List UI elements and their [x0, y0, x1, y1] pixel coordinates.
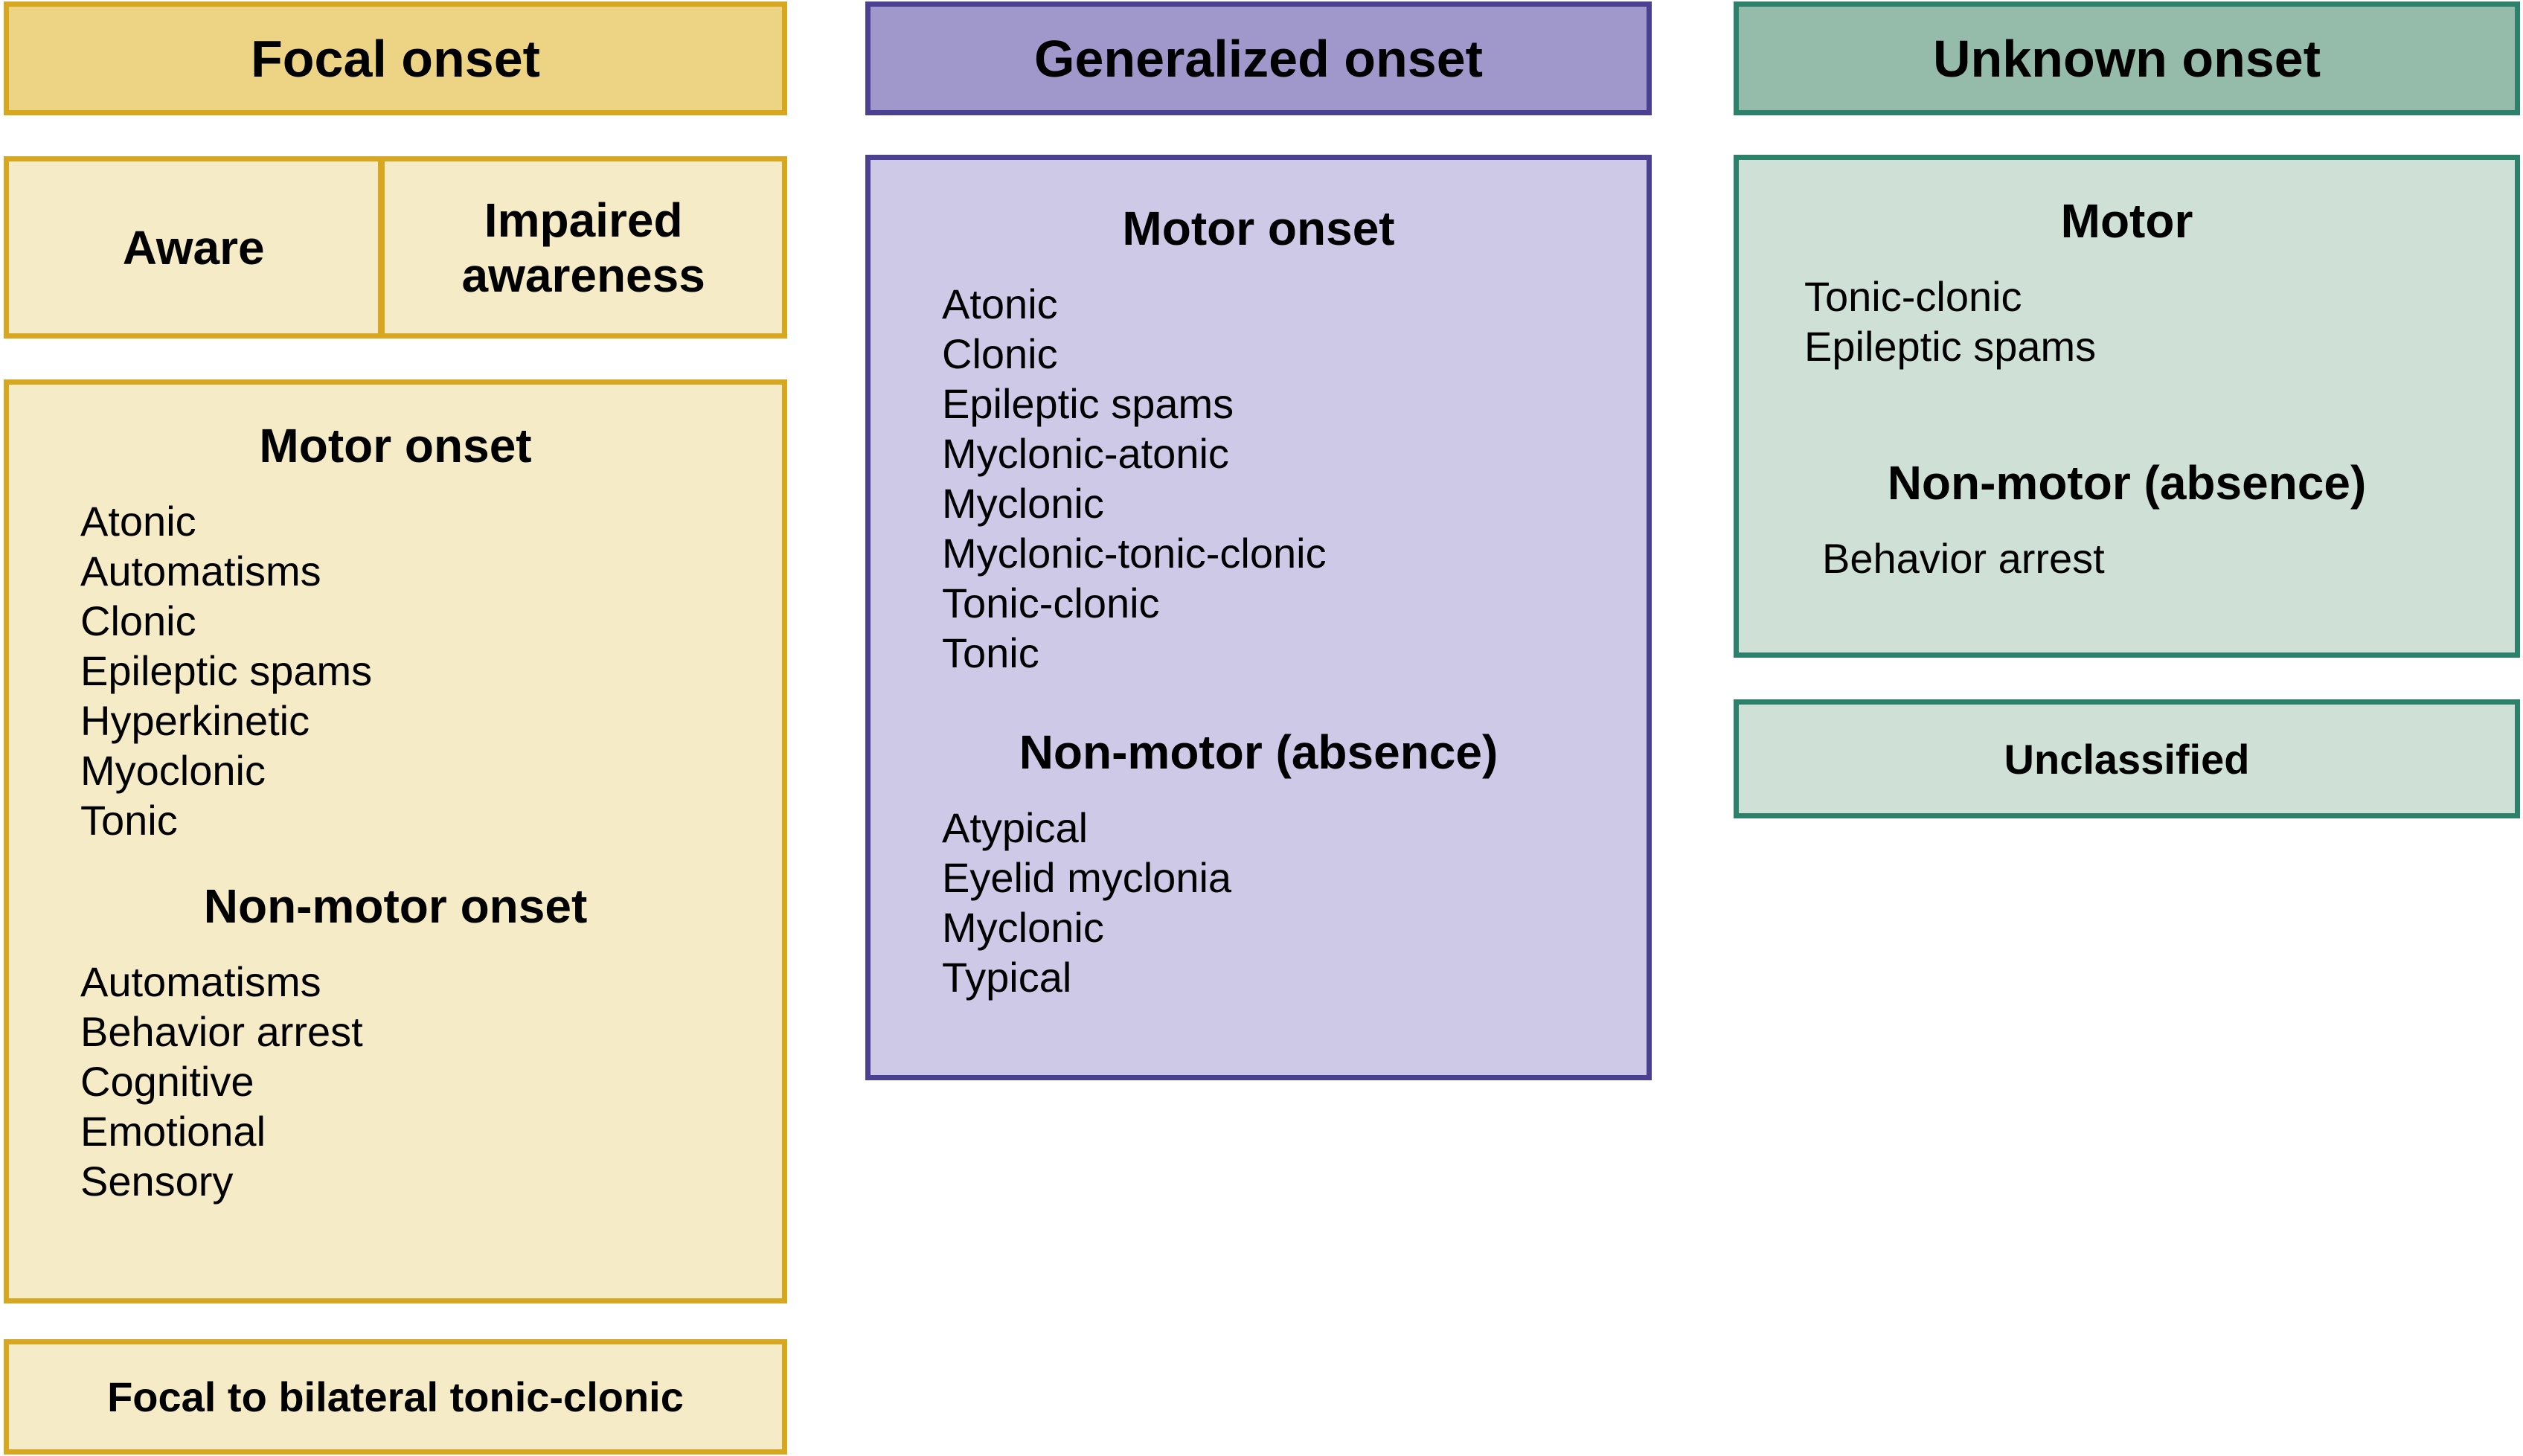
section-title: Non-motor (absence) [1887, 456, 2367, 510]
focal-to-bilateral-label: Focal to bilateral tonic-clonic [107, 1373, 684, 1420]
generalized-onset-header-box: Generalized onset [865, 1, 1652, 115]
cell-divider [378, 161, 385, 333]
aware-cell: Aware [122, 220, 265, 275]
focal-onset-header-box: Focal onset [4, 1, 787, 115]
list-item: Atypical [942, 804, 1089, 851]
list-item: Epileptic spams [942, 380, 1234, 427]
list-item: Myclonic [942, 480, 1104, 527]
section-title: Motor onset [1122, 202, 1395, 255]
list-item: Automatisms [80, 548, 321, 594]
list-item: Myclonic-tonic-clonic [942, 530, 1327, 577]
list-item: Atonic [942, 280, 1058, 327]
list-item: Behavior arrest [1822, 535, 2105, 582]
focal-to-bilateral-box: Focal to bilateral tonic-clonic [4, 1339, 787, 1455]
section-unknown-non-motor-absence: Non-motor (absence) Behavior arrest [1739, 453, 2515, 583]
list-item: Tonic [942, 629, 1039, 676]
list-item: Hyperkinetic [80, 697, 310, 744]
list-item: Sensory [80, 1158, 234, 1205]
list-item: Clonic [80, 597, 196, 644]
section-title: Non-motor onset [203, 879, 588, 933]
section-title: Non-motor (absence) [1019, 725, 1498, 779]
list-item: Clonic [942, 330, 1058, 377]
section-title: Motor onset [259, 419, 532, 472]
list-item: Myclonic-atonic [942, 430, 1229, 477]
list-item: Behavior arrest [80, 1008, 363, 1055]
list-item: Emotional [80, 1108, 266, 1155]
generalized-onset-header-label: Generalized onset [1034, 29, 1483, 88]
column-focal-onset: Focal onset Aware Impaired awareness Mot… [4, 0, 787, 1456]
awareness-box: Aware Impaired awareness [4, 156, 787, 339]
list-item: Epileptic spams [1804, 323, 2097, 370]
focal-onset-header-label: Focal onset [251, 29, 540, 88]
unknown-onset-header-label: Unknown onset [1932, 29, 2321, 88]
unclassified-label: Unclassified [2004, 735, 2250, 783]
list-item: Automatisms [80, 958, 321, 1005]
list-item: Tonic-clonic [1804, 273, 2022, 320]
unclassified-box: Unclassified [1734, 699, 2520, 818]
list-item: Eyelid myclonia [942, 854, 1232, 901]
list-item: Myclonic [942, 904, 1104, 951]
list-item: Myoclonic [80, 747, 266, 794]
list-item: Typical [942, 954, 1072, 1001]
seizure-type-list: Behavior arrest [1739, 533, 2515, 583]
list-item: Epileptic spams [80, 647, 373, 694]
unknown-onset-header-box: Unknown onset [1734, 1, 2520, 115]
list-item: Cognitive [80, 1058, 254, 1105]
list-item: Tonic [80, 797, 178, 844]
section-title: Motor [2060, 194, 2193, 248]
list-item: Tonic-clonic [942, 580, 1160, 626]
impaired-awareness-cell: Impaired awareness [461, 193, 705, 302]
list-item: Atonic [80, 498, 196, 545]
